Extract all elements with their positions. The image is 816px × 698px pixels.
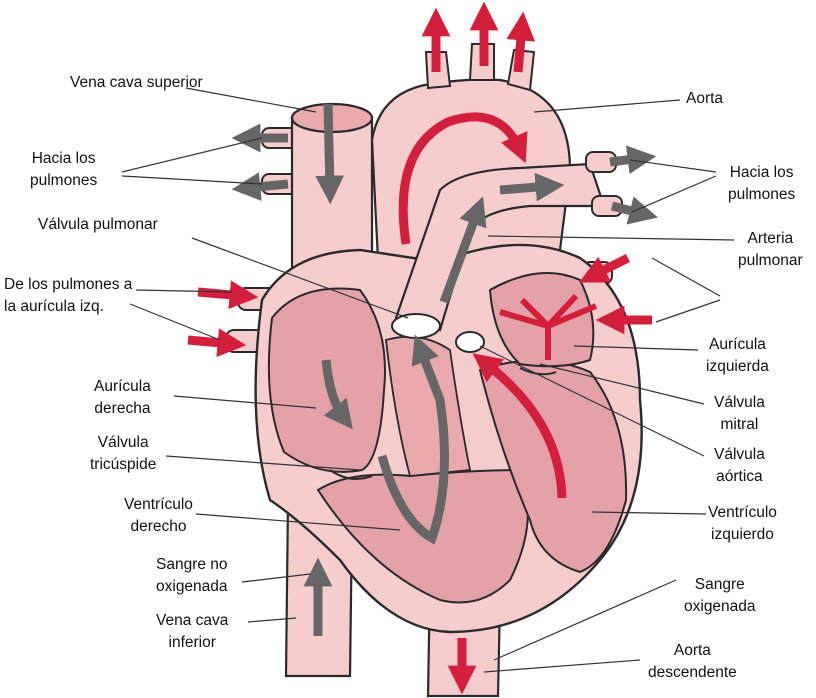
- label-valvula-aortica: Válvula aórtica: [714, 444, 765, 488]
- aortic-valve-shape: [456, 332, 484, 352]
- label-arteria-pulmonar: Arteria pulmonar: [738, 228, 803, 272]
- label-aorta: Aorta: [686, 88, 723, 110]
- label-auricula-derecha: Aurícula derecha: [94, 376, 151, 420]
- label-hacia-pulmones-left: Hacia los pulmones: [30, 148, 97, 192]
- label-vena-cava-superior: Vena cava superior: [70, 72, 203, 94]
- pulmonary-valve-shape: [392, 314, 440, 338]
- label-ventriculo-derecho: Ventrículo derecho: [124, 494, 193, 538]
- label-auricula-izquierda: Aurícula izquierda: [706, 334, 769, 378]
- label-de-los-pulmones: De los pulmones a la aurícula izq.: [4, 274, 132, 318]
- label-vena-cava-inferior: Vena cava inferior: [156, 610, 228, 654]
- label-sangre-no-oxigenada: Sangre no oxigenada: [156, 554, 228, 598]
- label-hacia-pulmones-right: Hacia los pulmones: [728, 162, 795, 206]
- label-ventriculo-izquierdo: Ventrículo izquierdo: [708, 502, 777, 546]
- label-valvula-mitral: Válvula mitral: [714, 392, 765, 436]
- label-sangre-oxigenada: Sangre oxigenada: [684, 574, 756, 618]
- label-valvula-pulmonar: Válvula pulmonar: [38, 214, 158, 236]
- label-valvula-tricuspide: Válvula tricúspide: [90, 432, 156, 476]
- label-aorta-descendente: Aorta descendente: [648, 640, 737, 684]
